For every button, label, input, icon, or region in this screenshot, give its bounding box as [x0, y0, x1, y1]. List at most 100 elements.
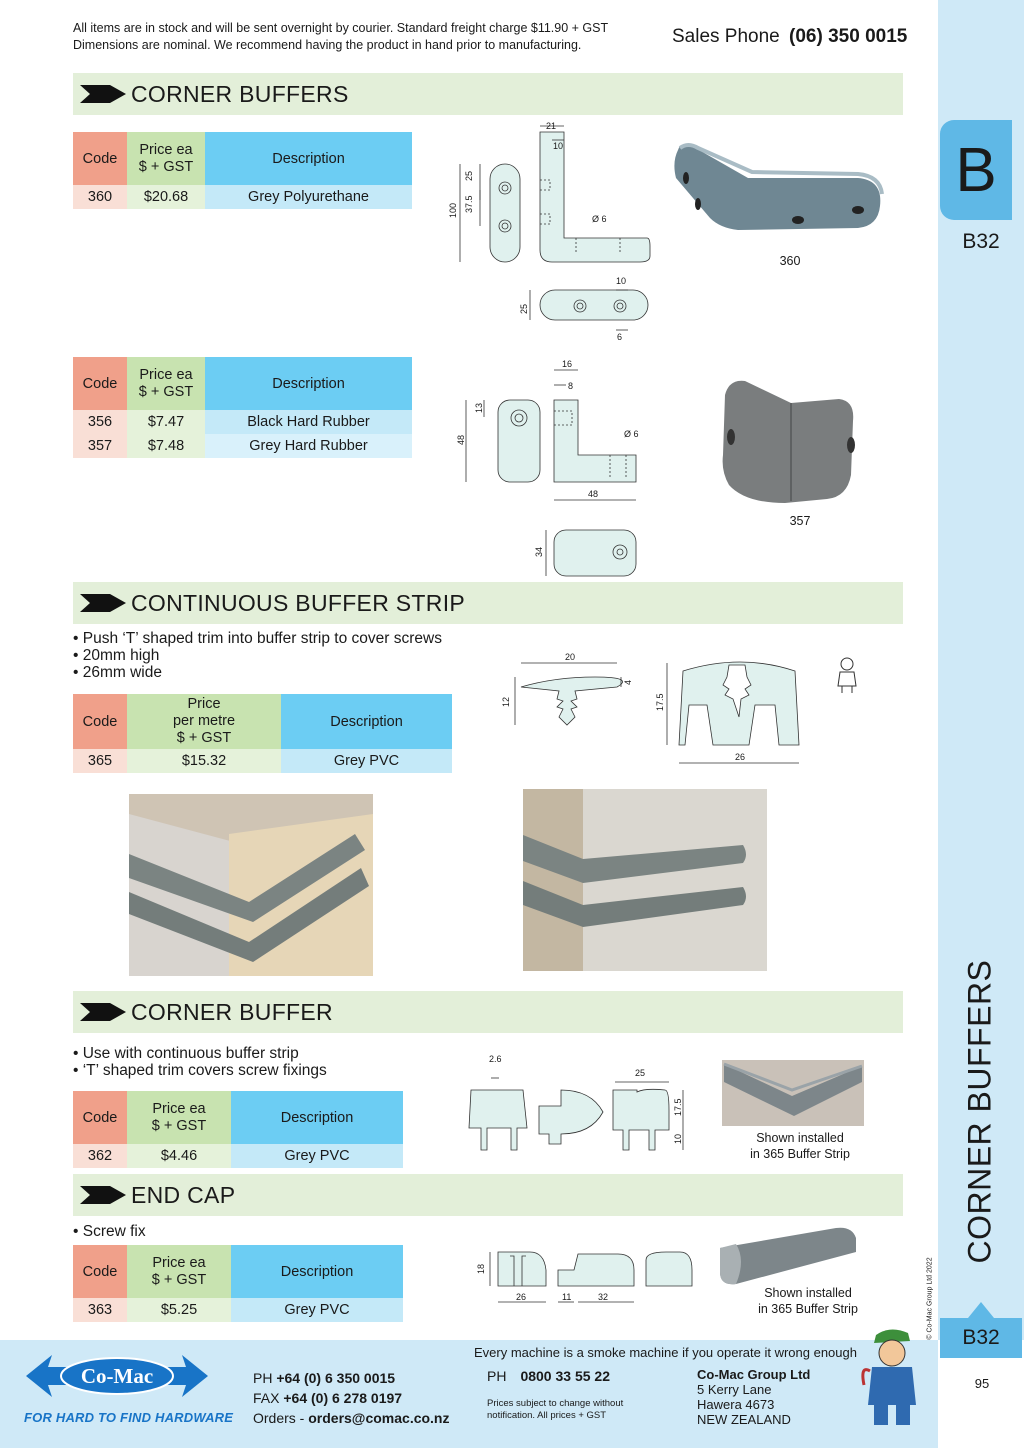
dim-label: 32	[598, 1292, 608, 1302]
cell-description: Grey PVC	[231, 1298, 403, 1322]
corner-buffer-bullets: • Use with continuous buffer strip • ‘T’…	[73, 1045, 327, 1079]
strip-bullets: • Push ‘T’ shaped trim into buffer strip…	[73, 630, 442, 681]
dim-label: 17.5	[655, 693, 665, 711]
section-header-end-cap: END CAP	[73, 1174, 903, 1216]
dim-label: 12	[501, 697, 511, 707]
arrow-icon	[80, 1186, 126, 1204]
section-title: CORNER BUFFER	[131, 999, 333, 1025]
list-item: • Screw fix	[73, 1223, 146, 1240]
cell-code: 357	[73, 434, 127, 458]
dim-label: 10	[616, 276, 626, 286]
footer-tagline: FOR HARD TO FIND HARDWARE	[24, 1410, 234, 1425]
dim-label: 10	[553, 141, 563, 151]
col-description: Description	[205, 357, 412, 410]
vertical-page-title: CORNER BUFFERS	[961, 959, 998, 1264]
dim-label: 48	[456, 435, 466, 445]
section-tab-letter: B	[955, 136, 997, 205]
table-row: 362 $4.46 Grey PVC	[73, 1144, 403, 1168]
col-code: Code	[73, 132, 127, 185]
section-title: END CAP	[131, 1182, 236, 1208]
list-item: • Push ‘T’ shaped trim into buffer strip…	[73, 630, 442, 647]
logo-text: Co-Mac	[81, 1364, 153, 1388]
technical-drawing-362: 2.6 25 17.5 10	[468, 1054, 684, 1151]
cell-code: 363	[73, 1298, 127, 1322]
technical-drawing-357: 16 8 13 48 Ø 6 48 34	[456, 359, 639, 577]
table-row: 356 $7.47 Black Hard Rubber	[73, 410, 412, 434]
product-image-360	[674, 143, 884, 230]
dim-label: Ø 6	[592, 214, 607, 224]
dim-label: 34	[534, 547, 544, 557]
dim-label: 25	[464, 171, 474, 181]
dim-label: 4	[623, 680, 633, 685]
section-header-buffer-strip: CONTINUOUS BUFFER STRIP	[73, 582, 903, 624]
cell-price: $5.25	[127, 1298, 231, 1322]
mascot-icon	[861, 1329, 916, 1425]
cell-price: $4.46	[127, 1144, 231, 1168]
col-price: Price per metre $ + GST	[127, 694, 281, 749]
technical-drawing-365: 20 4 12 17.5 26	[501, 652, 800, 764]
cell-description: Grey PVC	[231, 1144, 403, 1168]
price-table-360: Code Price ea $ + GST Description 360 $2…	[73, 132, 412, 209]
product-image-363	[720, 1227, 856, 1285]
freight-note-line1: All items are in stock and will be sent …	[73, 21, 609, 35]
dim-label: 6	[617, 332, 622, 342]
cartoon-figure-icon	[837, 657, 857, 693]
cell-price: $20.68	[127, 185, 205, 209]
orders-email-link[interactable]: orders@comac.co.nz	[308, 1410, 450, 1426]
cell-description: Grey PVC	[281, 749, 452, 773]
cell-code: 356	[73, 410, 127, 434]
bottom-page-code: B32	[962, 1326, 1000, 1349]
dim-label: 11	[562, 1292, 571, 1302]
col-description: Description	[231, 1091, 403, 1144]
cell-code: 365	[73, 749, 127, 773]
ph-number[interactable]: +64 (0) 6 350 0015	[276, 1370, 396, 1386]
table-row: 360 $20.68 Grey Polyurethane	[73, 185, 412, 209]
dim-label: 17.5	[673, 1098, 683, 1116]
technical-drawing-363: 18 26 11 32	[476, 1251, 693, 1303]
col-description: Description	[231, 1245, 403, 1298]
page-number: 95	[974, 1376, 990, 1391]
dim-label: 100	[448, 203, 458, 218]
fax-label: FAX	[253, 1390, 280, 1406]
col-code: Code	[73, 1091, 127, 1144]
prices-note-line: notification. All prices + GST	[487, 1410, 607, 1421]
sales-phone-label: Sales Phone	[672, 26, 780, 47]
prices-note: Prices subject to change without notific…	[487, 1398, 647, 1422]
cell-code: 360	[73, 185, 127, 209]
dim-label: 48	[588, 489, 598, 499]
section-tab[interactable]	[940, 120, 1012, 220]
dim-label: 2.6	[489, 1054, 502, 1064]
ph-label: PH	[253, 1370, 273, 1386]
col-description: Description	[281, 694, 452, 749]
col-price: Price ea $ + GST	[127, 132, 205, 185]
image-caption-363: Shown installed in 365 Buffer Strip	[738, 1285, 878, 1317]
col-code: Code	[73, 694, 127, 749]
installation-photo-1	[129, 794, 373, 976]
cell-description: Grey Hard Rubber	[205, 434, 412, 458]
cell-price: $15.32	[127, 749, 281, 773]
address-line: Hawera 4673	[697, 1397, 775, 1412]
caption-line: in 365 Buffer Strip	[758, 1302, 858, 1316]
dim-label: 10	[673, 1134, 683, 1144]
sales-phone-number[interactable]: (06) 350 0015	[789, 26, 908, 47]
dim-label: 18	[476, 1264, 486, 1274]
dim-label: 26	[516, 1292, 526, 1302]
list-item: • 26mm wide	[73, 664, 162, 681]
list-item: • ‘T’ shaped trim covers screw fixings	[73, 1062, 327, 1079]
address-line: 5 Kerry Lane	[697, 1382, 772, 1397]
price-table-365: Code Price per metre $ + GST Description…	[73, 694, 452, 773]
ph2-number[interactable]: 0800 33 55 22	[520, 1368, 610, 1384]
technical-drawing-360: 21 10 25 37.5 100 Ø 6 10 25 6	[448, 121, 651, 342]
cell-description: Black Hard Rubber	[205, 410, 412, 434]
footer	[0, 1340, 938, 1448]
image-caption-362: Shown installed in 365 Buffer Strip	[730, 1130, 870, 1162]
price-table-362: Code Price ea $ + GST Description 362 $4…	[73, 1091, 403, 1168]
col-price: Price ea $ + GST	[127, 357, 205, 410]
sales-phone: Sales Phone (06) 350 0015	[672, 26, 907, 48]
dim-label: 8	[568, 381, 573, 391]
list-item: • Use with continuous buffer strip	[73, 1045, 299, 1062]
section-header-corner-buffer: CORNER BUFFER	[73, 991, 903, 1033]
end-cap-bullets: • Screw fix	[73, 1223, 146, 1240]
image-caption-360: 360	[779, 254, 801, 268]
